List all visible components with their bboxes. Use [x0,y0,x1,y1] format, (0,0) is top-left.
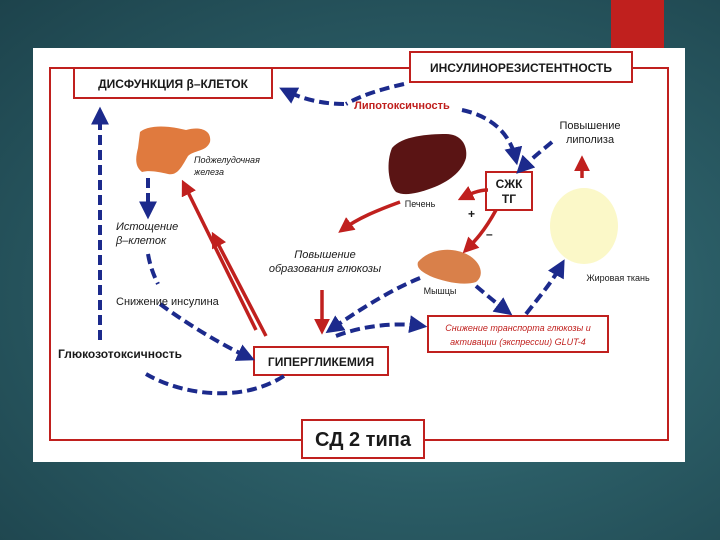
arrow-lipotoxicity-to-beta-dysfunction [279,87,345,106]
pancreas-image [136,126,211,175]
insulin-resistance-box [409,51,633,83]
adipose-tissue-label: Жировая ткань [586,273,650,283]
glucose-transport-label-line1: Снижение транспорта глюкозы и [445,323,591,333]
liver-image [388,134,467,195]
minus-sign: – [486,227,493,241]
arrow-muscle-to-hyperglycemia [325,276,421,334]
beta-dysfunction-label: ДИСФУНКЦИЯ β–КЛЕТОК [98,77,249,91]
arrow-ffa-to-liver [457,186,489,201]
arrow-lipolysis-to-ffa-blue [516,140,554,174]
arrow-ffa-to-muscle [462,209,498,254]
pancreas-label-line1: Поджелудочная [194,155,260,165]
arrow-lipotoxicity-to-liver [461,108,523,166]
lipolysis-label-line1: Повышение [559,120,620,132]
ffa-label-line2: ТГ [502,192,516,206]
liver-label: Печень [405,199,436,209]
ffa-box [485,171,533,211]
glucose-production-label-line1: Повышение [294,249,355,261]
outer-frame [49,67,669,441]
arrow-hyperglycemia-to-pancreas-2 [211,231,268,337]
corner-accent [611,0,664,50]
adipose-tissue-image [550,188,618,264]
plus-sign: + [468,207,475,221]
arrow-exhaustion-to-insulin-decrease [146,253,160,285]
glucose-transport-label-line2: активации (экспрессии) GLUT-4 [450,337,586,347]
beta-dysfunction-box [73,67,273,99]
ffa-label-line1: СЖК [496,177,524,191]
arrow-hyperglycemia-to-transport [335,315,428,338]
arrow-muscle-to-transport [474,284,513,316]
t2dm-label: СД 2 типа [315,429,412,451]
arrow-hyperglycemia-to-glucotoxicity [144,372,286,396]
t2dm-box [301,419,425,459]
insulin-resistance-label: ИНСУЛИНОРЕЗИСТЕНТНОСТЬ [430,61,612,75]
glucotoxicity-label: Глюкозотоксичность [58,347,182,361]
exhaustion-label-line2: β–клеток [115,235,167,247]
muscles-label: Мышцы [424,286,457,296]
arrow-insulin-decrease-to-hyperglycemia [158,302,255,361]
arrow-hyperglycemia-to-pancreas-1 [181,179,258,331]
pancreas-label-line2: железа [193,167,224,177]
glucose-production-label-line2: образования глюкозы [269,263,381,275]
arrow-liver-to-glucose [338,200,401,233]
arrow-transport-to-adipose [524,259,565,316]
muscle-image [417,249,481,284]
hyperglycemia-label: ГИПЕРГЛИКЕМИЯ [268,355,374,369]
hyperglycemia-box [253,346,389,376]
arrow-insulin-resistance-to-lipotoxicity [345,82,405,106]
lipotoxicity-label: Липотоксичность [354,100,450,112]
exhaustion-label-line1: Истощение [116,221,178,233]
glucose-transport-box [427,315,609,353]
lipolysis-label-line2: липолиза [566,134,615,146]
insulin-decrease-label: Снижение инсулина [116,296,220,308]
